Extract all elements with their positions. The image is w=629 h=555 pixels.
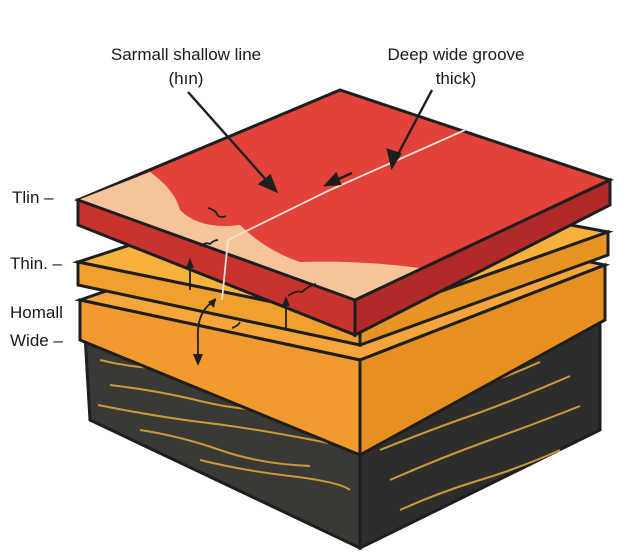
- label-shallow-line-sub: (hın): [168, 69, 204, 88]
- side-label-4: Wide –: [10, 331, 63, 350]
- arrow-icon: [386, 148, 402, 171]
- label-deep-groove-sub: thick): [435, 69, 477, 88]
- small-arrow-icon: [186, 258, 290, 366]
- worn-region: [78, 172, 420, 300]
- label-pointers: [187, 89, 434, 194]
- side-label-1: Tlin –: [12, 188, 54, 207]
- side-label-2: Thin. –: [10, 254, 62, 273]
- arrow-icon: [257, 174, 279, 194]
- label-deep-groove: Deep wide groove: [387, 45, 525, 64]
- arrow-icon: [323, 171, 342, 187]
- side-label-3: Homall: [10, 303, 63, 322]
- label-shallow-line: Sarmall shallow line: [110, 45, 262, 64]
